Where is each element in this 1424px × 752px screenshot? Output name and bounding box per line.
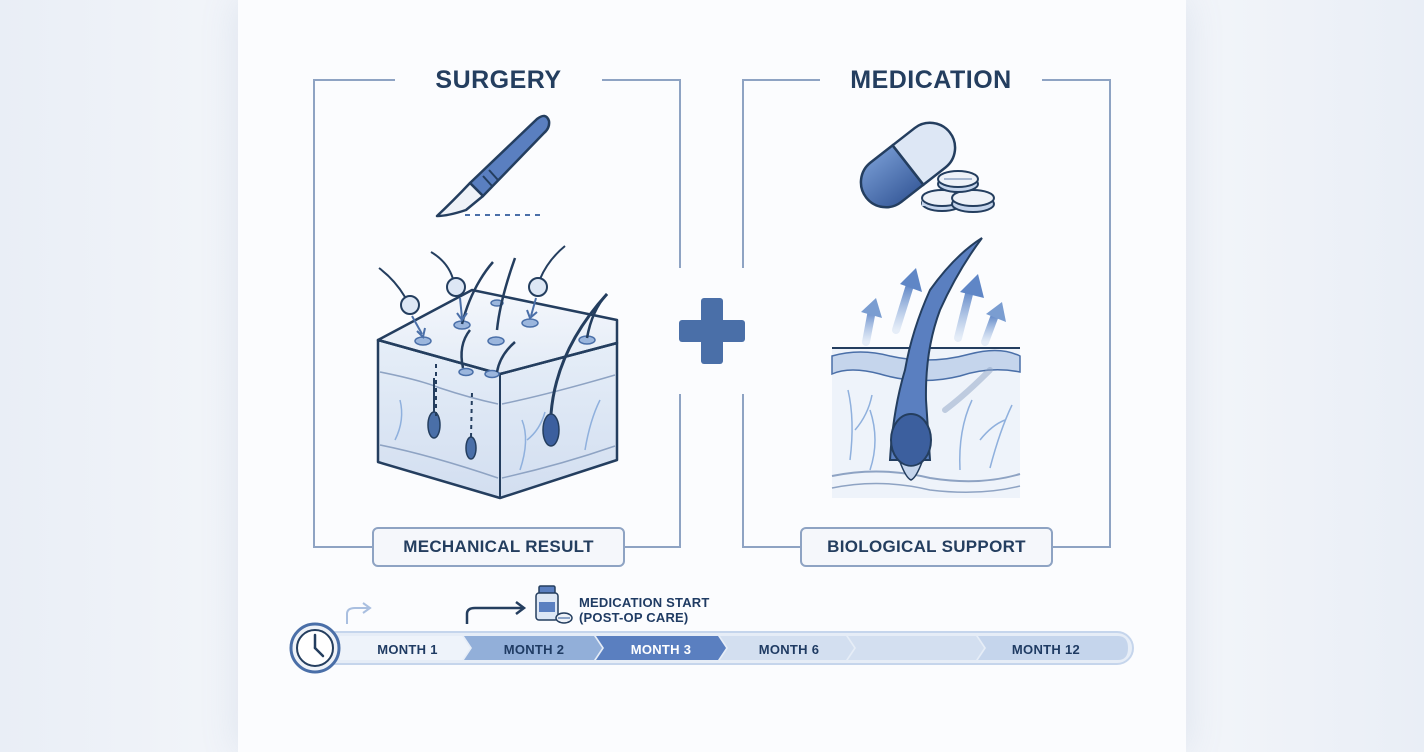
medication-start-note: MEDICATION START (POST-OP CARE) [579, 595, 710, 625]
timeline-month-2: MONTH 2 [503, 642, 565, 657]
medication-start-line1: MEDICATION START [579, 595, 710, 610]
mechanical-result-label: MECHANICAL RESULT [372, 527, 625, 567]
clock-icon [289, 622, 341, 674]
timeline-highlight [596, 636, 726, 660]
scalpel-icon [435, 114, 551, 218]
surgery-frame-right [602, 79, 681, 548]
plus-icon [679, 298, 745, 364]
pointer-arrow-small [346, 602, 372, 624]
timeline-month-1: MONTH 1 [377, 642, 438, 657]
medication-frame-right [1042, 79, 1111, 548]
hair-follicle-icon [831, 237, 1021, 498]
medication-start-line2: (POST-OP CARE) [579, 610, 689, 625]
skin-graft-icon [376, 245, 619, 500]
timeline-bar [314, 631, 1134, 665]
timeline-month-3: MONTH 3 [630, 642, 692, 657]
medication-frame-left [742, 79, 820, 548]
timeline-month-blank [855, 640, 979, 660]
surgery-title: SURGERY [435, 66, 562, 94]
tablets-icon [921, 170, 995, 213]
biological-support-label: BIOLOGICAL SUPPORT [800, 527, 1053, 567]
timeline-month-6: MONTH 6 [758, 642, 820, 657]
pointer-arrow-medication [465, 601, 527, 624]
timeline-month-12: MONTH 12 [1011, 642, 1081, 657]
surgery-frame-left [313, 79, 395, 548]
capsule-icon [859, 121, 957, 209]
medication-title: MEDICATION [850, 66, 1012, 94]
medicine-bottle-icon [535, 585, 573, 624]
